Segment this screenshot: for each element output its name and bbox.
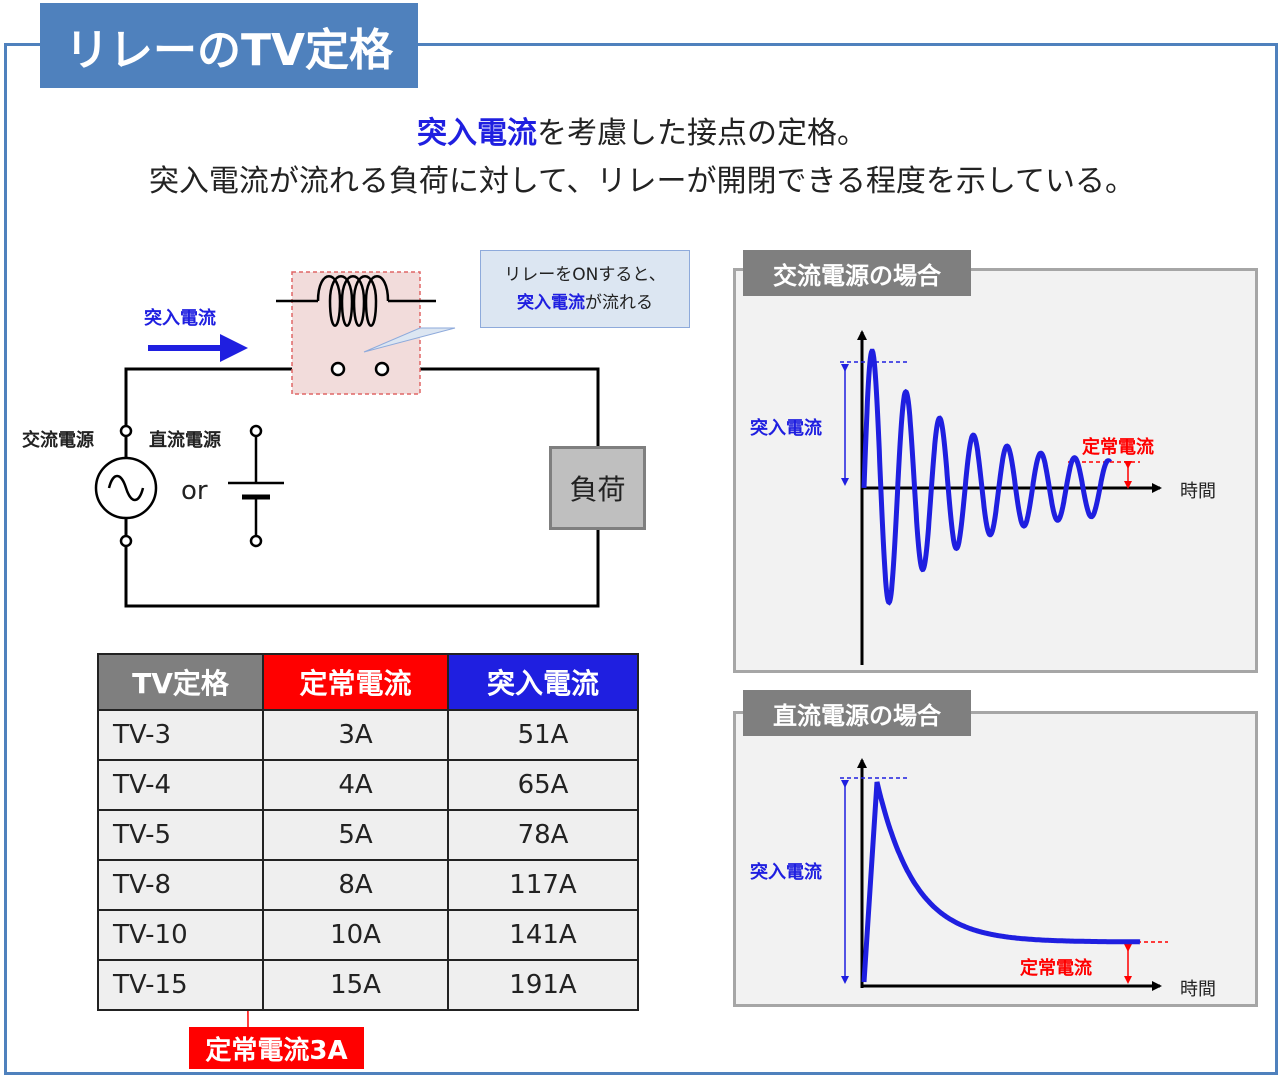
intro-highlight: 突入電流 — [417, 116, 537, 151]
table-cell: TV-3 — [97, 709, 264, 761]
ac-inrush-label: 突入電流 — [750, 418, 822, 439]
table-cell: 15A — [262, 959, 449, 1011]
table-cell: 191A — [447, 959, 639, 1011]
dc-graph-title: 直流電源の場合 — [743, 690, 971, 736]
callout-rest: が流れる — [585, 293, 653, 313]
relay-contact-right — [374, 361, 390, 377]
dc-graph-axes — [857, 758, 1162, 991]
callout-pointer — [363, 327, 456, 353]
relay-coil — [276, 275, 436, 327]
table-cell: TV-15 — [97, 959, 264, 1011]
relay-callout: リレーをONすると、 突入電流が流れる — [480, 250, 690, 328]
ac-graph-axes — [857, 330, 1162, 665]
table-header-steady: 定常電流 — [262, 653, 449, 711]
callout-highlight: 突入電流 — [517, 293, 585, 313]
dc-source-icon — [228, 424, 284, 548]
table-cell: TV-5 — [97, 809, 264, 861]
relay-contact-left — [330, 361, 346, 377]
table-cell: 5A — [262, 809, 449, 861]
ac-graph-title: 交流電源の場合 — [743, 250, 971, 296]
dc-x-axis-label: 時間 — [1180, 979, 1216, 1000]
intro-line-1: 突入電流を考慮した接点の定格。 — [0, 108, 1284, 152]
or-label: or — [181, 476, 208, 506]
steady-current-note: 定常電流3A — [189, 1027, 364, 1069]
ac-graph-panel — [733, 268, 1258, 673]
dc-inrush-label: 突入電流 — [750, 862, 822, 883]
callout-line-2: 突入電流が流れる — [481, 289, 689, 317]
load-box: 負荷 — [549, 446, 646, 530]
table-cell: 78A — [447, 809, 639, 861]
intro-line-1-rest: を考慮した接点の定格。 — [537, 116, 867, 151]
table-cell: 65A — [447, 759, 639, 811]
page-title: リレーのTV定格 — [40, 3, 418, 88]
dc-graph-panel — [733, 711, 1258, 1007]
callout-line-1: リレーをONすると、 — [504, 265, 666, 285]
dc-steady-label: 定常電流 — [1020, 958, 1092, 979]
ac-x-axis-label: 時間 — [1180, 481, 1216, 502]
dc-inrush-curve — [861, 781, 1141, 983]
circuit-wires — [124, 367, 600, 608]
dc-source-label: 直流電源 — [149, 430, 221, 451]
circuit-inrush-label: 突入電流 — [144, 308, 216, 329]
table-cell: 8A — [262, 859, 449, 911]
table-cell: 141A — [447, 909, 639, 961]
table-cell: TV-8 — [97, 859, 264, 911]
table-header-inrush: 突入電流 — [447, 653, 639, 711]
table-cell: TV-4 — [97, 759, 264, 811]
table-cell: TV-10 — [97, 909, 264, 961]
ac-steady-label: 定常電流 — [1082, 437, 1154, 458]
table-header-tv: TV定格 — [97, 653, 264, 711]
ac-inrush-waveform — [861, 348, 1113, 606]
table-cell: 51A — [447, 709, 639, 761]
table-cell: 10A — [262, 909, 449, 961]
table-cell: 3A — [262, 709, 449, 761]
ac-source-label: 交流電源 — [22, 430, 94, 451]
ac-source-icon — [94, 424, 158, 548]
table-cell: 4A — [262, 759, 449, 811]
table-cell: 117A — [447, 859, 639, 911]
intro-line-2: 突入電流が流れる負荷に対して、リレーが開閉できる程度を示している。 — [148, 164, 1136, 199]
inrush-arrow-icon — [148, 334, 248, 362]
